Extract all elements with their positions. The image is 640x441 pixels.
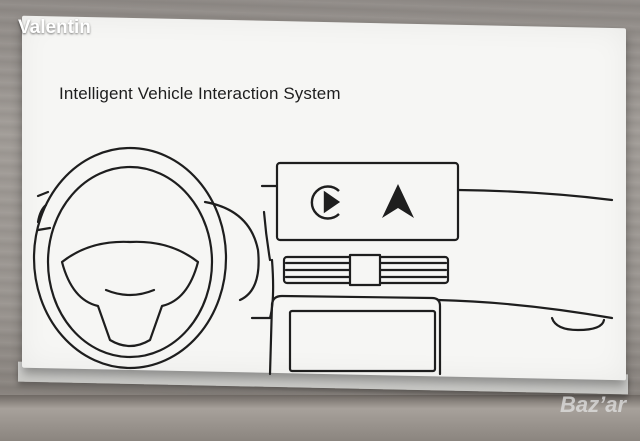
right-vent xyxy=(550,316,606,332)
table-edge xyxy=(0,395,640,441)
play-carplay-icon xyxy=(310,185,341,220)
dashboard-right-curve xyxy=(436,298,614,320)
center-console xyxy=(268,294,442,376)
site-logo-watermark: Baz’ar xyxy=(560,392,627,417)
console-display xyxy=(288,309,437,373)
cluster-shroud xyxy=(203,200,260,302)
console-screen xyxy=(275,161,460,242)
steering-wheel-hub xyxy=(60,240,200,348)
navigation-arrow-icon xyxy=(382,184,414,218)
steering-wheel-inner xyxy=(46,165,214,359)
seller-watermark: Valentin xyxy=(18,17,91,38)
dashboard-line xyxy=(36,184,614,202)
box-headline: Intelligent Vehicle Interaction System xyxy=(59,84,341,103)
steering-wheel-outer xyxy=(32,146,228,370)
